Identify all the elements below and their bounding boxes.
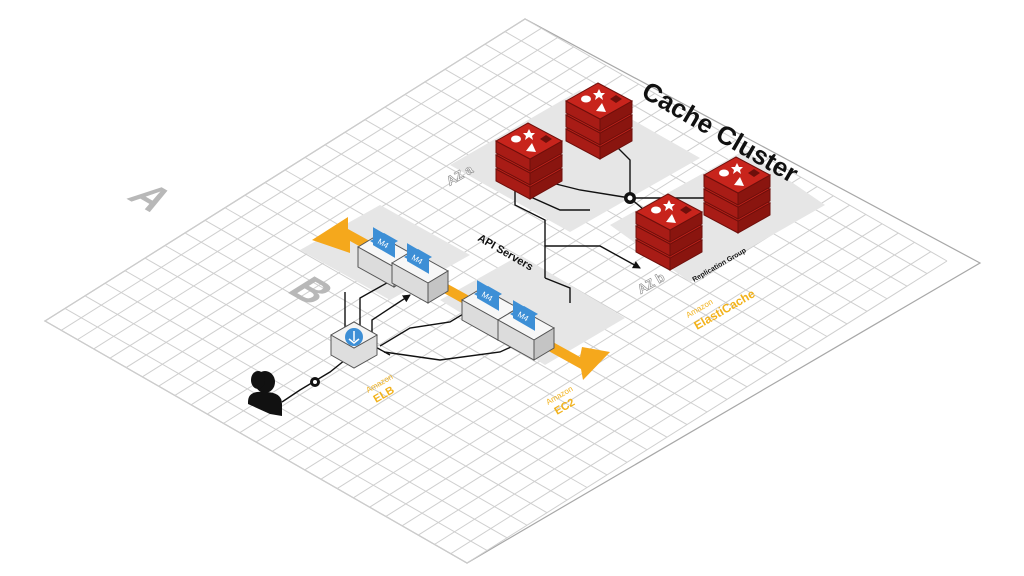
zone-a-label: A (117, 177, 185, 218)
redis-node-icon[interactable] (494, 122, 564, 200)
grid-line (466, 260, 948, 564)
servers-to-az-a-line (514, 190, 546, 246)
servers-to-cache-line (544, 245, 641, 278)
users-icon (248, 371, 282, 416)
grid-line (369, 204, 850, 508)
server-b-bus (544, 277, 571, 303)
az-a-shadow (450, 90, 700, 232)
redis-node-icon[interactable] (564, 82, 634, 160)
grid-line (401, 223, 883, 527)
zone-b-shadow (440, 255, 625, 365)
grid-line (353, 195, 834, 499)
grid-line (109, 55, 591, 359)
ec2-instance-icon[interactable]: M4 (497, 300, 555, 361)
ec2-instance-icon[interactable]: M4 (461, 280, 519, 341)
ec2-instance-icon[interactable]: M4 (391, 243, 449, 304)
grid-line (44, 18, 526, 322)
redis-node-icon[interactable] (634, 193, 704, 271)
connector-icon (310, 192, 636, 387)
redis-node-icon[interactable] (702, 156, 772, 234)
load-balancer-icon[interactable] (329, 321, 379, 369)
grid-line (60, 27, 542, 331)
grid-line (385, 214, 867, 517)
grid-line (418, 232, 899, 536)
grid-line (77, 37, 558, 341)
grid-line (450, 251, 932, 555)
grid-line (93, 46, 574, 350)
grid-line (434, 241, 915, 545)
redis-nodes (494, 82, 772, 271)
